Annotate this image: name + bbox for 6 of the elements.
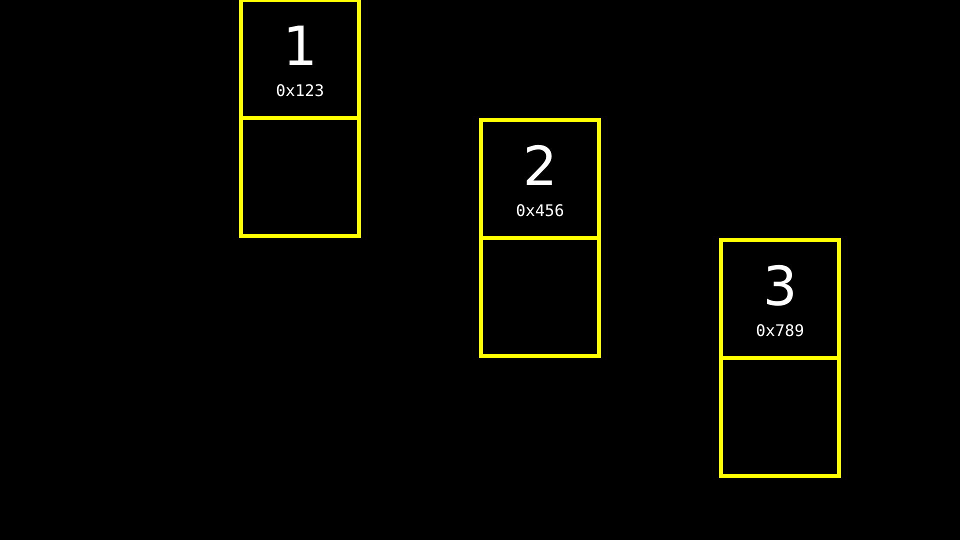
node-number: 3 [762,257,798,317]
address-label: 0x123 [276,81,324,101]
address-label: 0x789 [756,321,804,341]
node-number: 1 [282,17,318,77]
address-label: 0x456 [516,201,564,221]
node-number: 2 [522,137,558,197]
